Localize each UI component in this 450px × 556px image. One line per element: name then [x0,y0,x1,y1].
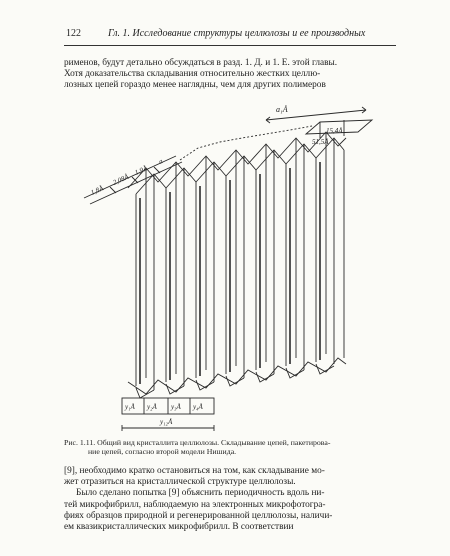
text-line: Было сделано попытка [9] объяснить перио… [76,488,325,499]
page-number: 122 [66,28,81,39]
text-line: Хотя доказательства складывания относите… [64,69,321,80]
left-dimension-line [89,161,183,205]
text-line: [9], необходимо кратко остановиться на т… [64,466,325,476]
right-dimension-label: 51,5Å [312,138,329,146]
left-dimension-label: a [158,157,165,166]
dimension-tick [109,186,117,194]
caption-line: ние цепей, согласно второй модели Нишида… [88,447,237,457]
bottom-dimension-label: y₃Å [170,403,182,411]
text-line: тей микрофибрилл, наблюдаемую на электро… [64,499,326,510]
arrow-head [361,106,367,111]
fibril-group [135,132,345,390]
folded-bottom-surface [127,357,347,395]
crystallite-figure: a₁Å 15,4Å 51,5Å 1,8Å 2,08Å 1,9Å a [83,105,374,431]
left-dimension-label: 1,9Å [134,164,150,177]
right-dimension-frame [304,119,374,135]
bottom-total-label: y₁₂Å [159,418,173,426]
left-dimension-line [83,155,177,199]
running-title: Гл. 1. Исследование структуры целлюлозы … [108,28,366,39]
text-line: ем квазикристаллических микрофибрилл. В … [64,522,294,533]
left-dimension-label: 1,8Å [90,184,106,197]
bottom-paragraph: [9], необходимо кратко остановиться на т… [64,466,398,533]
text-line: жет отразиться на кристаллической структ… [64,477,296,488]
top-dimension-line [265,109,367,121]
text-line: лозных цепей гораздо менее наглядны, чем… [64,80,326,91]
top-dimension-label: a₁Å [276,105,288,114]
figure-caption: Рис. 1.11. Общий вид кристаллита целлюло… [64,438,398,457]
fibril-shadow-group [139,162,321,384]
bottom-dimension-label: y₁Å [124,403,136,411]
top-hatch [179,125,313,161]
running-header: 122 Гл. 1. Исследование структуры целлюл… [66,28,396,42]
arrow-head [265,119,271,124]
folded-top-surface [127,131,347,189]
dimension-tick [153,166,161,174]
header-rule [64,45,396,46]
arrow-head [265,116,271,121]
left-dimension-label: 2,08Å [112,173,131,187]
top-paragraph: рименов, будут детально обсуждаться в ра… [64,58,398,92]
caption-line: Рис. 1.11. Общий вид кристаллита целлюло… [64,438,331,447]
arrow-head [361,109,367,114]
text-line: рименов, будут детально обсуждаться в ра… [64,58,338,68]
text-line: фиях образцов природной и регенерированн… [64,510,333,521]
right-inner-label: 15,4Å [326,127,343,135]
bottom-dimension-label: y₂Å [146,403,158,411]
bottom-dimension-label: y₄Å [192,403,204,411]
